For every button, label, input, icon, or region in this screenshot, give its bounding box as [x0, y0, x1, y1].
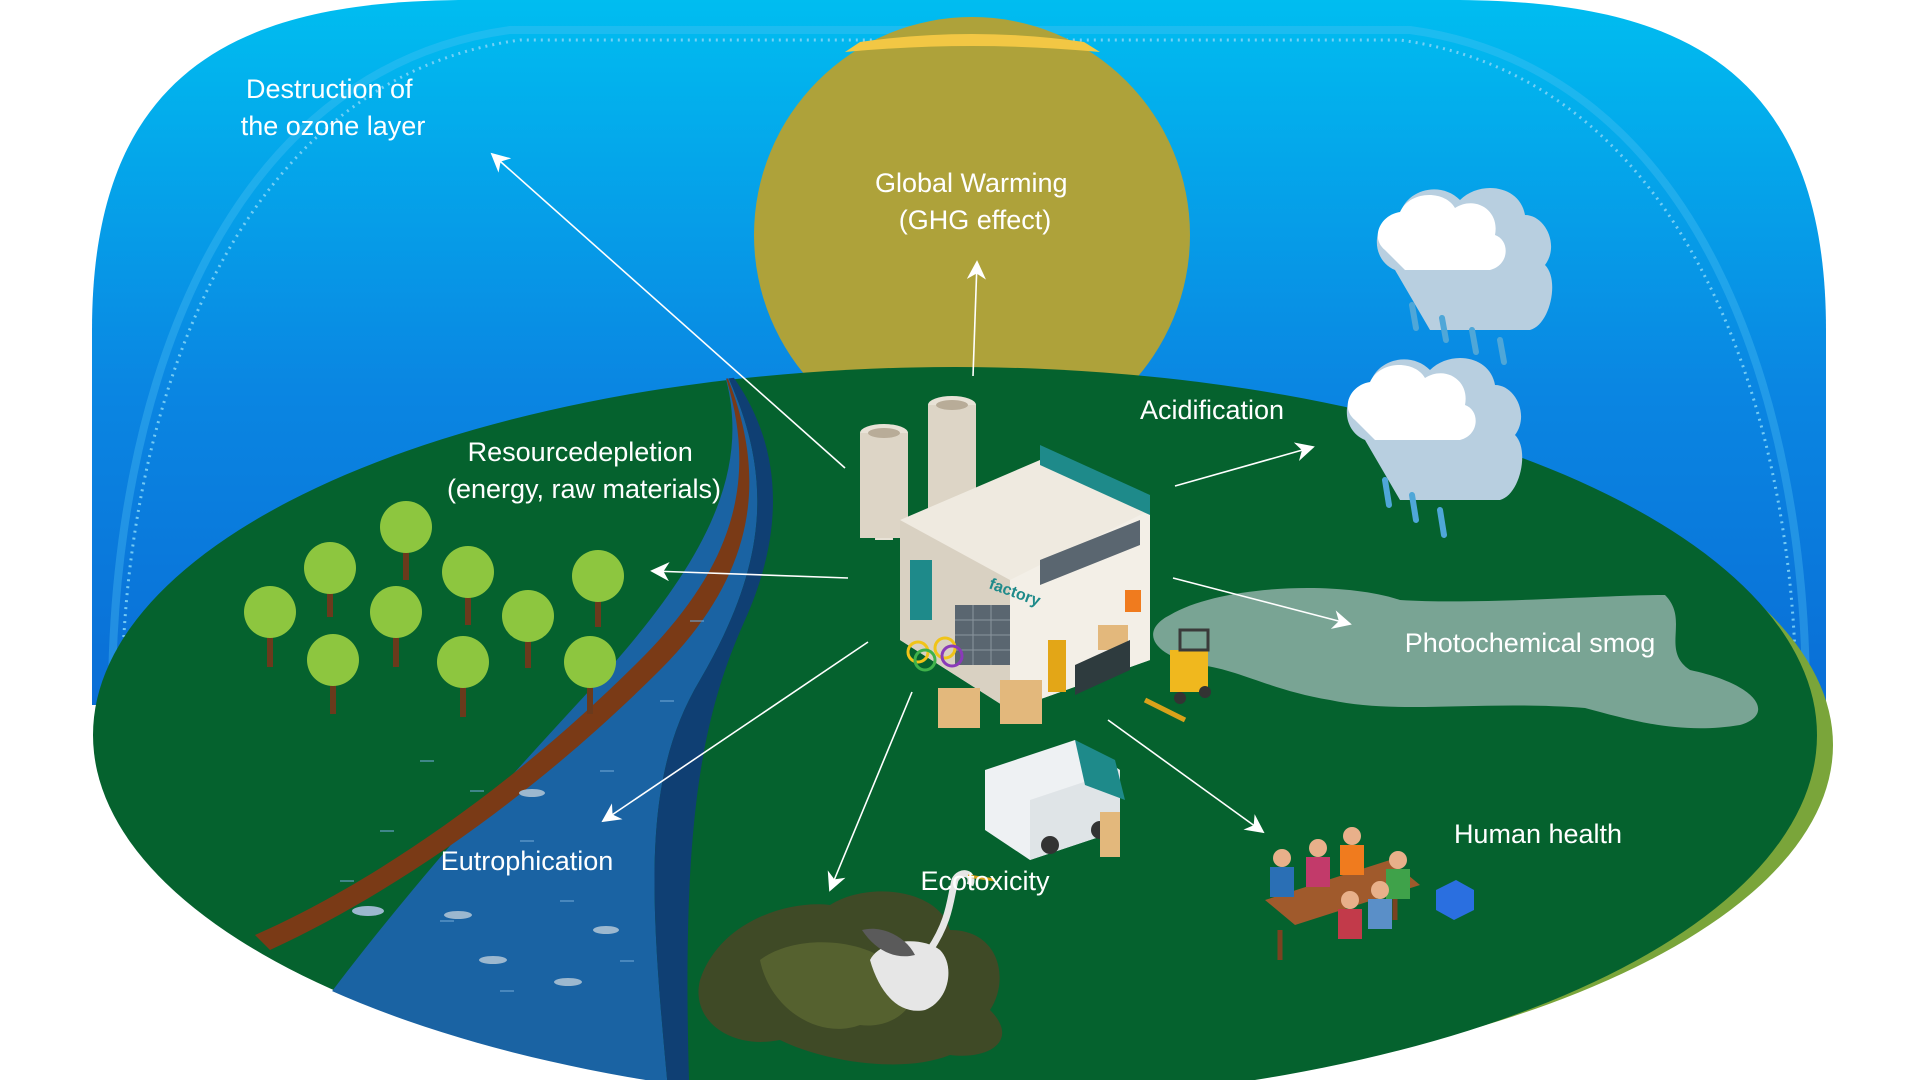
tree-icon: [564, 636, 616, 714]
tree-icon: [380, 501, 432, 580]
bicycle-icon: [906, 636, 964, 672]
rain-cloud-icon: [1346, 358, 1523, 538]
rain-cloud-icon: [1376, 188, 1553, 365]
label-photochemical-smog: Photochemical smog: [1405, 628, 1656, 658]
arrow-global-warming: [966, 260, 986, 377]
impact-labels: Destruction of the ozone layer Global Wa…: [241, 74, 1656, 896]
picnic-table-icon: [1265, 827, 1420, 960]
tree-icon: [572, 550, 624, 627]
arrow-ecotoxicity: [827, 691, 913, 892]
forklift-icon: [1143, 628, 1211, 723]
tree-icon: [502, 590, 554, 668]
arrow-acidification: [1174, 442, 1315, 487]
arrow-human-health: [1107, 719, 1265, 834]
label-eutrophication: Eutrophication: [441, 846, 614, 876]
label-ecotoxicity: Ecotoxicity: [920, 866, 1050, 896]
arrow-resource-depletion: [650, 562, 849, 582]
arrow-eutrophication: [601, 641, 869, 823]
arrow-photochemical-smog: [1172, 577, 1352, 629]
sun-icon: [754, 17, 1190, 453]
label-human-health: Human health: [1454, 819, 1622, 849]
label-ozone: Destruction of the ozone layer: [241, 74, 426, 141]
label-resource-depletion: Resourcedepletion (energy, raw materials…: [447, 437, 721, 504]
impact-arrows: [490, 152, 1352, 892]
fish-icon: [352, 789, 619, 986]
tree-icon: [437, 636, 489, 717]
heron-icon: [862, 870, 996, 1011]
river-icon: [250, 365, 773, 1080]
tree-icon: [442, 546, 494, 625]
tree-icon: [244, 586, 296, 667]
arrow-ozone: [490, 152, 846, 469]
cooler-icon: [1436, 880, 1474, 920]
tree-icon: [370, 586, 422, 667]
truck-icon: [985, 740, 1125, 860]
label-acidification: Acidification: [1140, 395, 1284, 425]
tree-icon: [304, 542, 356, 617]
pallet-icon: [938, 625, 1128, 728]
tree-icon: [307, 634, 359, 714]
label-global-warming: Global Warming (GHG effect): [875, 168, 1075, 235]
tree-grove: [244, 501, 624, 717]
smog-cloud-icon: [1153, 588, 1759, 729]
